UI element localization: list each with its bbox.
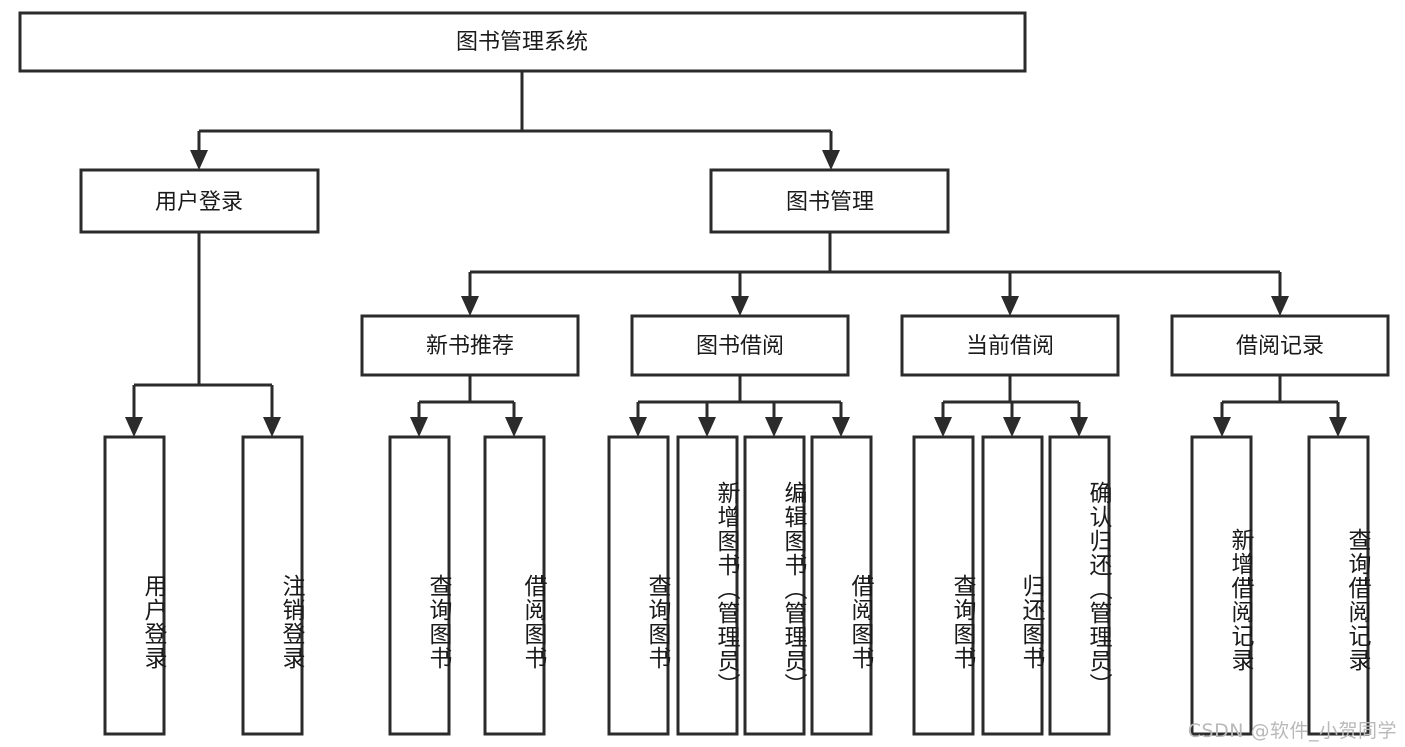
leaf-box-query-book-1[interactable] — [388, 435, 451, 736]
node-book-management[interactable]: 图书管理 — [709, 168, 950, 234]
leaf-box-confirm-return-admin[interactable] — [1048, 435, 1111, 736]
node-new-book-recommend[interactable]: 新书推荐 — [360, 314, 580, 377]
connector-user-login-to-leaves — [125, 232, 281, 437]
leaf-box-edit-book-admin[interactable] — [743, 435, 806, 736]
node-new-book-recommend-label: 新书推荐 — [426, 334, 514, 359]
node-root-label: 图书管理系统 — [456, 30, 588, 55]
node-book-management-label: 图书管理 — [786, 190, 874, 215]
node-current-borrow-label: 当前借阅 — [966, 334, 1054, 359]
node-book-borrow-label: 图书借阅 — [696, 334, 784, 359]
node-borrow-record[interactable]: 借阅记录 — [1170, 314, 1390, 377]
leaf-box-borrow-book-1[interactable] — [483, 435, 546, 736]
connector-book-management-to-level3 — [461, 232, 1289, 316]
node-user-login-box[interactable] — [79, 168, 320, 234]
leaf-box-query-book-3[interactable] — [912, 435, 975, 736]
connector-borrow-record-to-leaves — [1213, 375, 1347, 437]
node-user-login[interactable]: 用户登录 — [79, 168, 320, 234]
node-root[interactable]: 图书管理系统 — [18, 11, 1027, 73]
node-new-book-recommend-box[interactable] — [360, 314, 580, 377]
node-borrow-record-label: 借阅记录 — [1236, 334, 1324, 359]
leaf-box-user-logout[interactable] — [241, 435, 304, 736]
leaf-box-query-book-2[interactable] — [607, 435, 670, 736]
leaf-box-borrow-book-2[interactable] — [810, 435, 873, 736]
connector-new-book-recommend-to-leaves — [410, 375, 523, 437]
csdn-watermark: CSDN @软件_小贺同学 — [1187, 720, 1397, 742]
node-book-borrow[interactable]: 图书借阅 — [630, 314, 850, 377]
node-current-borrow[interactable]: 当前借阅 — [900, 314, 1120, 377]
node-root-box[interactable] — [18, 11, 1027, 73]
node-user-login-label: 用户登录 — [155, 190, 243, 215]
leaf-box-add-borrow-record[interactable] — [1190, 435, 1253, 736]
connector-book-borrow-to-leaves — [629, 375, 850, 437]
leaf-box-query-borrow-record[interactable] — [1307, 435, 1370, 736]
node-current-borrow-box[interactable] — [900, 314, 1120, 377]
connector-root-to-level2 — [190, 71, 840, 170]
connector-current-borrow-to-leaves — [934, 375, 1088, 437]
leaf-box-add-book-admin[interactable] — [676, 435, 739, 736]
leaf-box-return-book[interactable] — [981, 435, 1044, 736]
leaf-box-user-login[interactable] — [103, 435, 166, 736]
